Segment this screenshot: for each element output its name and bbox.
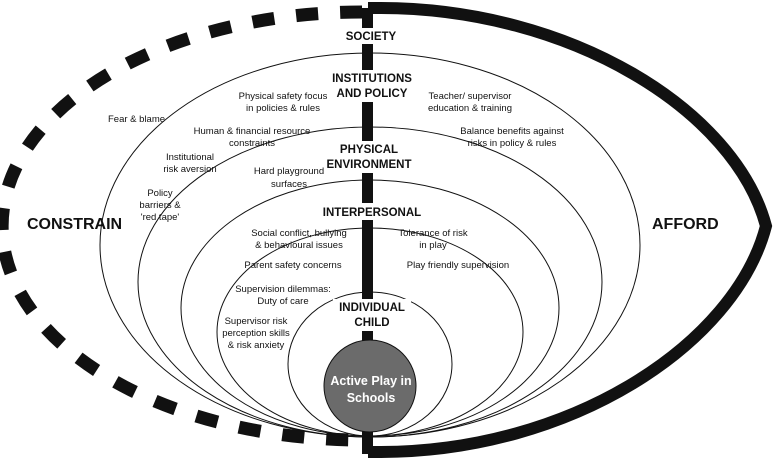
factor-physical-safety-line2: in policies & rules (246, 103, 320, 114)
factor-balance-line2: risks in policy & rules (468, 138, 557, 149)
factor-hard-surfaces-line1: Hard playground (254, 166, 324, 177)
factor-physical-safety-line1: Physical safety focus (239, 91, 328, 102)
factor-supervisor-risk-line1: Supervisor risk (225, 316, 288, 327)
core-label-line2: Schools (347, 391, 396, 405)
factor-play-friendly-supervision: Play friendly supervision (407, 260, 509, 271)
factor-policy-barriers-line3: 'red tape' (141, 212, 180, 223)
factor-risk-aversion-line2: risk aversion (163, 164, 216, 175)
institutions-heading-line1: INSTITUTIONS (332, 73, 412, 85)
physical-heading-line1: PHYSICAL (340, 144, 398, 156)
individual-heading-line2: CHILD (354, 317, 389, 329)
factor-policy-barriers-line2: barriers & (139, 200, 181, 211)
factor-social-conflict-line1: Social conflict, bullying (251, 228, 347, 239)
factor-fear-blame: Fear & blame (108, 114, 165, 125)
institutions-heading-line2: AND POLICY (337, 88, 408, 100)
interpersonal-heading: INTERPERSONAL (323, 207, 421, 219)
factor-supervision-dilemmas-line1: Supervision dilemmas: (235, 284, 331, 295)
core-circle (323, 339, 417, 433)
factor-supervisor-risk-line2: perception skills (222, 328, 290, 339)
factor-tolerance-line2: in play (419, 240, 447, 251)
factor-education-line2: education & training (428, 103, 512, 114)
factor-risk-aversion-line1: Institutional (166, 152, 214, 163)
afford-label: AFFORD (652, 216, 719, 233)
constrain-dashed-arc (0, 5, 363, 447)
factor-supervision-dilemmas-line2: Duty of care (257, 296, 308, 307)
constrain-label: CONSTRAIN (27, 216, 122, 233)
afford-solid-arc (368, 2, 773, 458)
factor-education-line1: Teacher/ supervisor (429, 91, 512, 102)
factor-social-conflict-line2: & behavioural issues (255, 240, 343, 251)
factor-supervisor-risk-line3: & risk anxiety (228, 340, 285, 351)
factor-tolerance-line1: Tolerance of risk (398, 228, 467, 239)
factor-balance-line1: Balance benefits against (460, 126, 564, 137)
physical-heading-line2: ENVIRONMENT (327, 159, 412, 171)
factor-parent-concerns: Parent safety concerns (244, 260, 341, 271)
factor-hard-surfaces-line2: surfaces (271, 179, 307, 190)
factor-policy-barriers-line1: Policy (147, 188, 173, 199)
society-heading: SOCIETY (346, 31, 397, 43)
factor-resources-line1: Human & financial resource (194, 126, 311, 137)
core-label-line1: Active Play in (330, 374, 411, 388)
factor-resources-line2: constraints (229, 138, 275, 149)
central-divider-bar (362, 8, 373, 454)
individual-heading-line1: INDIVIDUAL (339, 302, 405, 314)
